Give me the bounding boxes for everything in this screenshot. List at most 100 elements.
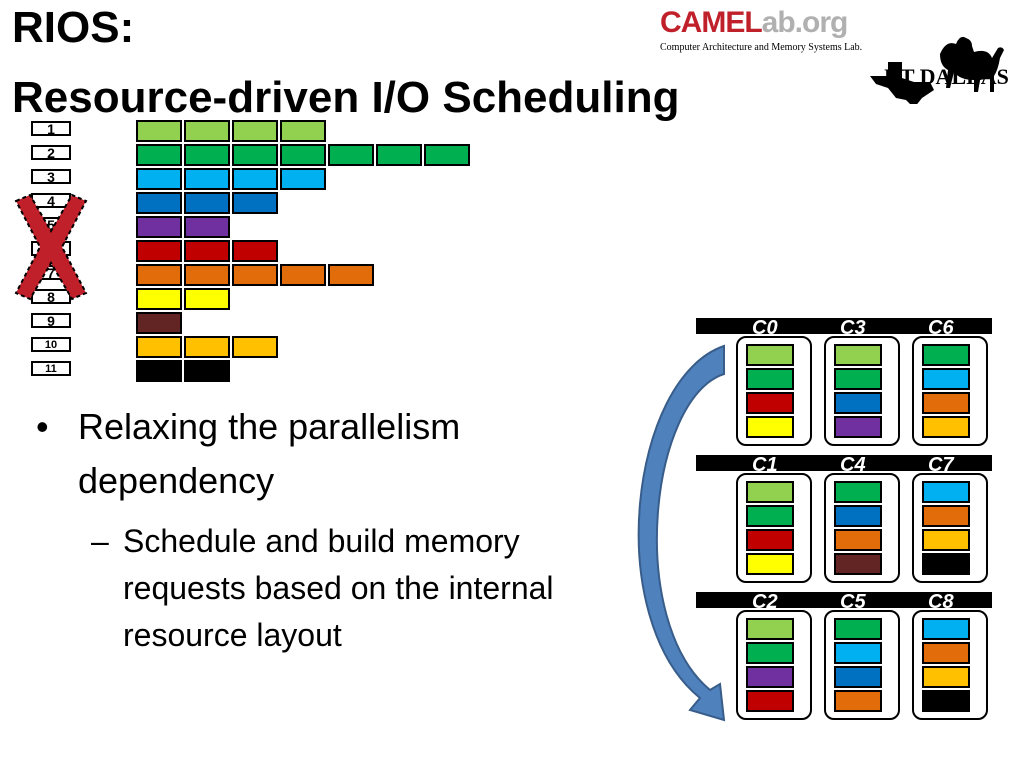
chip-block [922, 416, 970, 438]
chip-block [746, 642, 794, 664]
request-label: 8 [31, 289, 71, 304]
chip-label: C6 [928, 317, 954, 339]
request-cell [136, 240, 182, 262]
chip-block [922, 344, 970, 366]
chip-row-bar [696, 592, 992, 608]
request-cell [280, 264, 326, 286]
request-cell [184, 144, 230, 166]
chip-block [922, 553, 970, 575]
chip-block [834, 481, 882, 503]
request-cell [184, 264, 230, 286]
flash-chip [912, 473, 988, 583]
chip-block [834, 642, 882, 664]
bullet-dot: • [36, 406, 49, 447]
request-cell [136, 216, 182, 238]
request-cell [424, 144, 470, 166]
chip-block [746, 392, 794, 414]
request-cell [232, 264, 278, 286]
request-cell [136, 360, 182, 382]
chip-block [746, 505, 794, 527]
request-cell [328, 144, 374, 166]
request-label: 3 [31, 169, 71, 184]
chip-row-bar [696, 318, 992, 334]
camel-lab-wordmark: CAMELab.org [660, 6, 849, 40]
ut-dallas-wordmark: UT DALLAS [884, 64, 1009, 89]
request-label: 10 [31, 337, 71, 352]
chip-label: C1 [752, 454, 778, 476]
request-cell [136, 336, 182, 358]
request-cell [280, 168, 326, 190]
chip-block [746, 368, 794, 390]
camel-lab-logo: CAMELab.org Computer Architecture and Me… [660, 6, 1020, 104]
sub-bullet-dash: – [91, 523, 109, 559]
chip-row-bar [696, 455, 992, 471]
chip-block [746, 344, 794, 366]
cross-out-icon [14, 193, 88, 301]
chip-block [834, 505, 882, 527]
curved-arrow-icon [637, 344, 726, 722]
chip-block [746, 529, 794, 551]
chip-block [834, 618, 882, 640]
chip-block [922, 368, 970, 390]
chip-label: C2 [752, 591, 778, 613]
request-cell [136, 264, 182, 286]
request-cell [184, 192, 230, 214]
chip-block [922, 392, 970, 414]
ut-dallas-logo: UT DALLAS [870, 36, 1009, 104]
request-cell [280, 120, 326, 142]
request-cell [184, 240, 230, 262]
request-cell [136, 288, 182, 310]
sub-bullet-text: Schedule and build memory requests based… [123, 523, 554, 653]
chip-block [746, 416, 794, 438]
request-cell [184, 168, 230, 190]
chip-block [922, 666, 970, 688]
request-cell [136, 120, 182, 142]
chip-block [746, 553, 794, 575]
request-cell [184, 288, 230, 310]
chip-block [834, 690, 882, 712]
chip-label: C0 [752, 317, 778, 339]
request-cell [184, 120, 230, 142]
chip-label: C3 [840, 317, 866, 339]
flash-chip [824, 473, 900, 583]
chip-block [834, 392, 882, 414]
flash-chip [736, 473, 812, 583]
slide-title-line-1: RIOS: [12, 3, 135, 52]
request-cell [136, 168, 182, 190]
chip-block [834, 344, 882, 366]
request-cell [136, 192, 182, 214]
chip-block [746, 618, 794, 640]
request-cell [280, 144, 326, 166]
request-label: 2 [31, 145, 71, 160]
chip-block [922, 642, 970, 664]
chip-block [746, 481, 794, 503]
chip-label: C4 [840, 454, 866, 476]
request-cell [184, 216, 230, 238]
flash-chip [912, 610, 988, 720]
flash-chip [824, 610, 900, 720]
chip-block [746, 690, 794, 712]
request-cell [184, 360, 230, 382]
request-cell [232, 120, 278, 142]
request-label: 9 [31, 313, 71, 328]
chip-block [834, 368, 882, 390]
chip-label: C7 [928, 454, 954, 476]
chip-label: C5 [840, 591, 866, 613]
chip-block [922, 690, 970, 712]
chip-block [834, 553, 882, 575]
camel-wordmark-secondary: ab.org [761, 6, 849, 39]
flash-chip [736, 610, 812, 720]
request-cell [232, 192, 278, 214]
texas-icon [870, 62, 934, 104]
chip-block [922, 505, 970, 527]
chip-block [922, 529, 970, 551]
request-cell [136, 312, 182, 334]
chip-label: C8 [928, 591, 954, 613]
camel-wordmark-primary: CAMEL [660, 6, 763, 39]
chip-block [922, 618, 970, 640]
slide-title-line-2: Resource-driven I/O Scheduling [12, 73, 680, 122]
request-cell [328, 264, 374, 286]
flash-chip [736, 336, 812, 446]
request-label: 1 [31, 121, 71, 136]
camel-lab-subtitle: Computer Architecture and Memory Systems… [660, 42, 863, 53]
